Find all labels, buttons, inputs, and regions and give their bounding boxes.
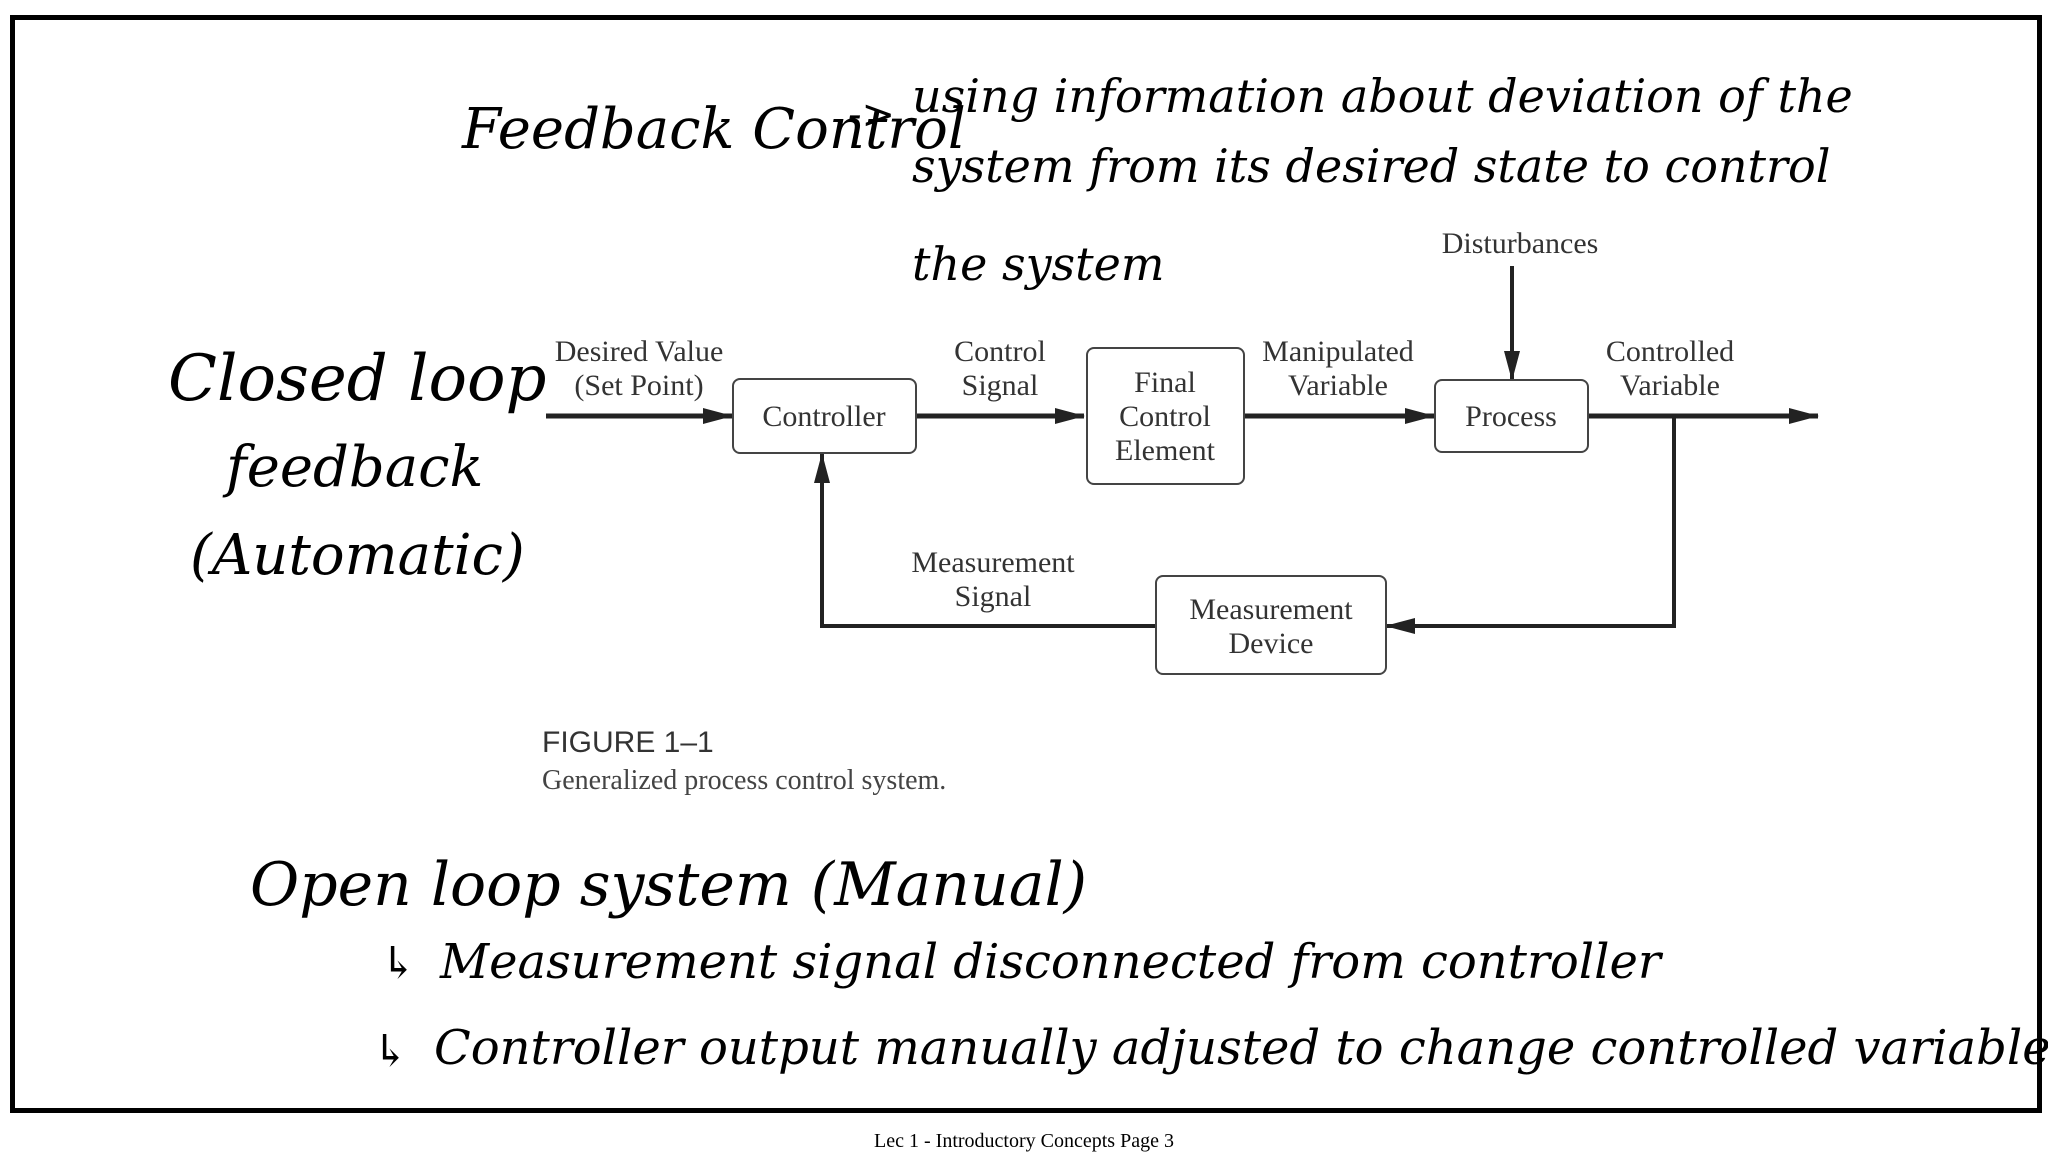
page-footer: Lec 1 - Introductory Concepts Page 3	[874, 1130, 1174, 1152]
controller-label: Controller	[762, 400, 885, 433]
final-control-label-3: Element	[1115, 434, 1216, 467]
definition-line-3: the system	[912, 237, 1164, 291]
open-loop-point-1: Measurement signal disconnected from con…	[439, 934, 1664, 990]
process-label: Process	[1465, 400, 1557, 433]
slide-frame	[10, 15, 2042, 1113]
feedback-to-measurement-arrow	[1385, 416, 1676, 634]
open-loop-title: Open loop system (Manual)	[250, 850, 1087, 920]
manipulated-variable-label-1: Manipulated	[1262, 335, 1414, 368]
final-control-label-2: Control	[1119, 400, 1211, 433]
controlled-variable-label-1: Controlled	[1606, 335, 1734, 368]
manipulated-variable-label-2: Variable	[1288, 369, 1388, 402]
measurement-signal-arrow	[814, 453, 1156, 628]
process-box	[1434, 379, 1589, 453]
control-signal-label-1: Control	[954, 335, 1046, 368]
bullet-icon: ↳	[380, 938, 417, 989]
final-control-element-box	[1086, 347, 1245, 485]
bullet-icon: ↳	[372, 1026, 409, 1077]
measurement-device-box	[1155, 575, 1387, 675]
definition-line-1: using information about deviation of the	[912, 69, 1853, 123]
closed-loop-line-1: Closed loop	[168, 342, 547, 416]
closed-loop-line-2: feedback	[222, 435, 483, 500]
measurement-device-label-2: Device	[1229, 627, 1314, 660]
measurement-signal-label-1: Measurement	[911, 546, 1075, 579]
measurement-device-label-1: Measurement	[1189, 593, 1353, 626]
open-loop-point-2: Controller output manually adjusted to c…	[434, 1020, 2048, 1076]
figure-title: FIGURE 1–1	[542, 726, 714, 759]
control-signal-label-2: Signal	[962, 369, 1039, 402]
feedback-control-title: Feedback Control	[461, 97, 966, 162]
measurement-signal-label-2: Signal	[955, 580, 1032, 613]
definition-line-2: system from its desired state to control	[912, 139, 1830, 193]
final-control-label-1: Final	[1134, 366, 1196, 399]
controlled-variable-label-2: Variable	[1620, 369, 1720, 402]
closed-loop-line-3: (Automatic)	[190, 523, 525, 588]
feedback-arrow: ->	[848, 92, 895, 138]
set-point-label: (Set Point)	[574, 369, 703, 402]
controller-box	[732, 378, 917, 454]
disturbances-label: Disturbances	[1442, 227, 1599, 260]
desired-value-label: Desired Value	[555, 335, 724, 368]
figure-caption: Generalized process control system.	[542, 765, 946, 796]
